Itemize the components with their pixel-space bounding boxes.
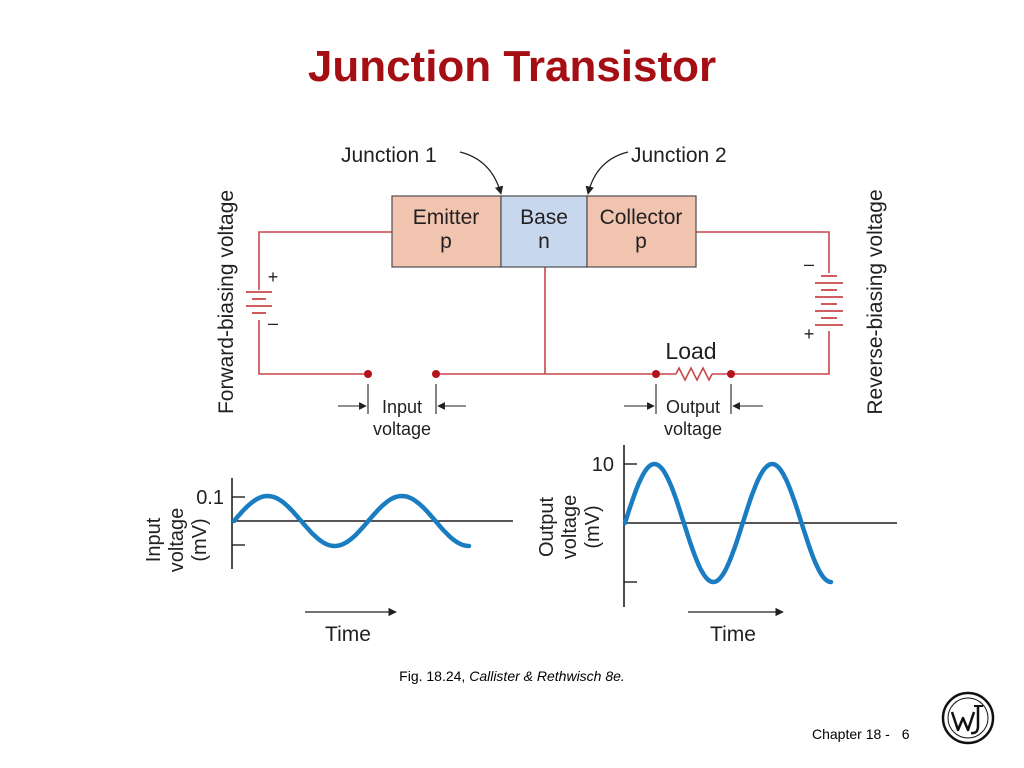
terminals <box>364 370 735 378</box>
junction-2-label: Junction 2 <box>631 144 727 167</box>
emitter-label: Emitter <box>413 206 480 229</box>
forward-minus: – <box>268 313 278 333</box>
junction-1-label: Junction 1 <box>341 144 437 167</box>
output-voltage-label-2: voltage <box>664 419 722 439</box>
emitter-type: p <box>440 230 452 253</box>
input-tick-label: 0.1 <box>196 487 224 509</box>
input-terminal-left <box>364 370 372 378</box>
output-voltage-marker <box>624 384 763 414</box>
load-resistor <box>656 366 731 382</box>
caption-figure: Fig. 18.24, <box>399 668 466 684</box>
input-ylabel-2: voltage <box>166 508 188 573</box>
input-plot: 0.1 Input voltage (mV) Time <box>143 478 513 646</box>
emitter-region <box>391 195 502 268</box>
left-wire <box>258 231 392 375</box>
input-voltage-label-2: voltage <box>373 419 431 439</box>
input-voltage-marker <box>338 384 466 414</box>
output-tick-label: 10 <box>592 454 614 476</box>
output-terminal-right <box>727 370 735 378</box>
reverse-battery <box>815 273 843 331</box>
slide-title: Junction Transistor <box>307 42 717 91</box>
output-wave <box>622 461 834 585</box>
base-label: Base <box>520 206 568 229</box>
collector-type: p <box>635 230 647 253</box>
input-terminal-right <box>432 370 440 378</box>
collector-region <box>586 195 697 268</box>
output-ylabel-3: (mV) <box>582 505 604 548</box>
output-voltage-label-1: Output <box>666 397 720 417</box>
output-plot: 10 Output voltage (mV) Time <box>536 445 897 646</box>
junction-2-arrow <box>585 151 629 195</box>
output-time-label: Time <box>710 623 756 646</box>
forward-battery <box>246 290 272 320</box>
input-ylabel-1: Input <box>143 517 165 562</box>
base-type: n <box>538 230 550 253</box>
forward-biasing-label: Forward-biasing voltage <box>215 190 238 414</box>
figure-caption: Fig. 18.24, Callister & Rethwisch 8e. <box>0 668 1024 684</box>
output-ylabel-2: voltage <box>559 495 581 560</box>
output-ylabel-1: Output <box>536 497 558 557</box>
input-voltage-label-1: Input <box>382 397 422 417</box>
forward-plus: + <box>268 267 279 287</box>
load-label: Load <box>665 338 716 364</box>
caption-source: Callister & Rethwisch 8e. <box>469 668 625 684</box>
reverse-minus: – <box>804 254 814 274</box>
footer-chapter: Chapter 18 - <box>812 726 890 742</box>
collector-label: Collector <box>600 206 683 229</box>
input-ylabel-3: (mV) <box>189 518 211 561</box>
reverse-plus: + <box>804 324 815 344</box>
reverse-biasing-label: Reverse-biasing voltage <box>864 189 887 414</box>
output-terminal-left <box>652 370 660 378</box>
junction-1-arrow <box>459 151 504 195</box>
input-wave <box>231 493 472 549</box>
input-time-label: Time <box>325 623 371 646</box>
slide-footer: Chapter 18 - 6 <box>812 726 910 742</box>
footer-page: 6 <box>901 726 910 742</box>
wiley-logo <box>941 691 995 745</box>
